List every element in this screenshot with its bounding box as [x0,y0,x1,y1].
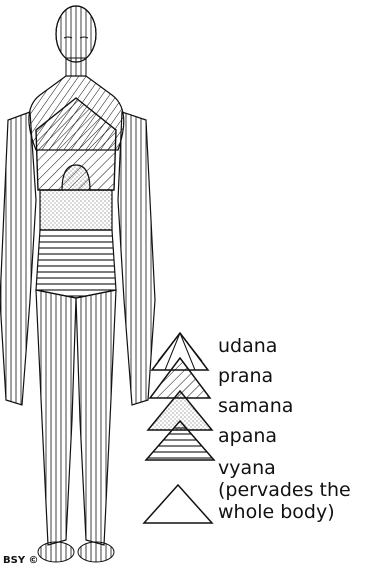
legs [36,290,116,562]
pelvic-region [36,230,116,298]
head [56,6,96,62]
legend-label-apana: apana [218,424,277,448]
legend-label-udana: udana [218,334,277,358]
legend-vyana-triangle-icon [144,485,212,523]
legend-label-vyana-note-1: (pervades the [218,478,351,502]
copyright-credit: BSY © [3,555,39,566]
neck [66,58,86,76]
legend-label-vyana-note-2: whole body) [218,500,335,524]
legend-label-samana: samana [218,394,293,418]
legend-label-prana: prana [218,364,273,388]
legend-label-vyana: vyana [218,456,276,480]
